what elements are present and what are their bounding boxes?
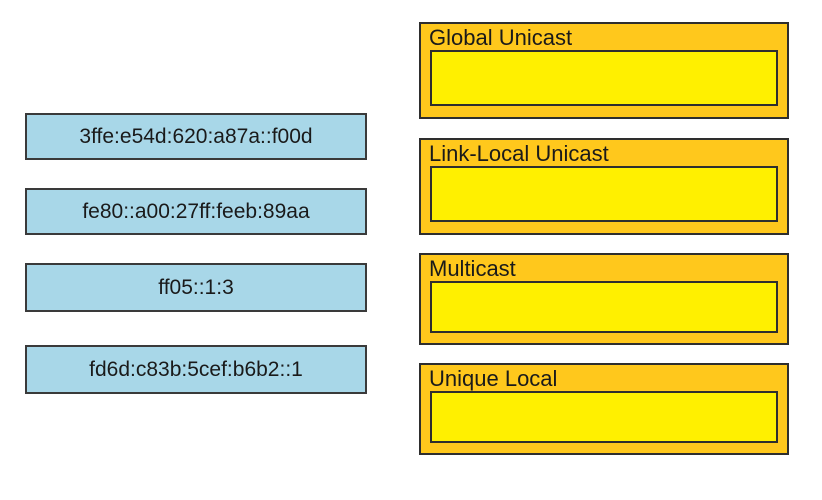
address-tile[interactable]: ff05::1:3 [25,263,367,312]
address-tile-label: ff05::1:3 [158,276,234,299]
address-tile-label: fe80::a00:27ff:feeb:89aa [82,200,310,223]
drop-zone-unique-local[interactable] [430,391,778,444]
address-tile[interactable]: 3ffe:e54d:620:a87a::f00d [25,113,367,160]
category-label: Multicast [429,256,516,281]
category-box-multicast[interactable]: Multicast [419,253,789,345]
category-box-global-unicast[interactable]: Global Unicast [419,22,789,119]
category-label: Link-Local Unicast [429,141,609,166]
category-label: Global Unicast [429,25,573,50]
category-box-unique-local[interactable]: Unique Local [419,363,789,455]
address-tile-label: 3ffe:e54d:620:a87a::f00d [79,125,313,148]
address-tile[interactable]: fd6d:c83b:5cef:b6b2::1 [25,345,367,394]
category-box-link-local-unicast[interactable]: Link-Local Unicast [419,138,789,235]
drop-zone-link-local-unicast[interactable] [430,166,778,223]
category-label: Unique Local [429,366,558,391]
address-tile-label: fd6d:c83b:5cef:b6b2::1 [89,358,303,381]
address-tile[interactable]: fe80::a00:27ff:feeb:89aa [25,188,367,235]
drop-zone-global-unicast[interactable] [430,50,778,107]
drop-zone-multicast[interactable] [430,281,778,334]
